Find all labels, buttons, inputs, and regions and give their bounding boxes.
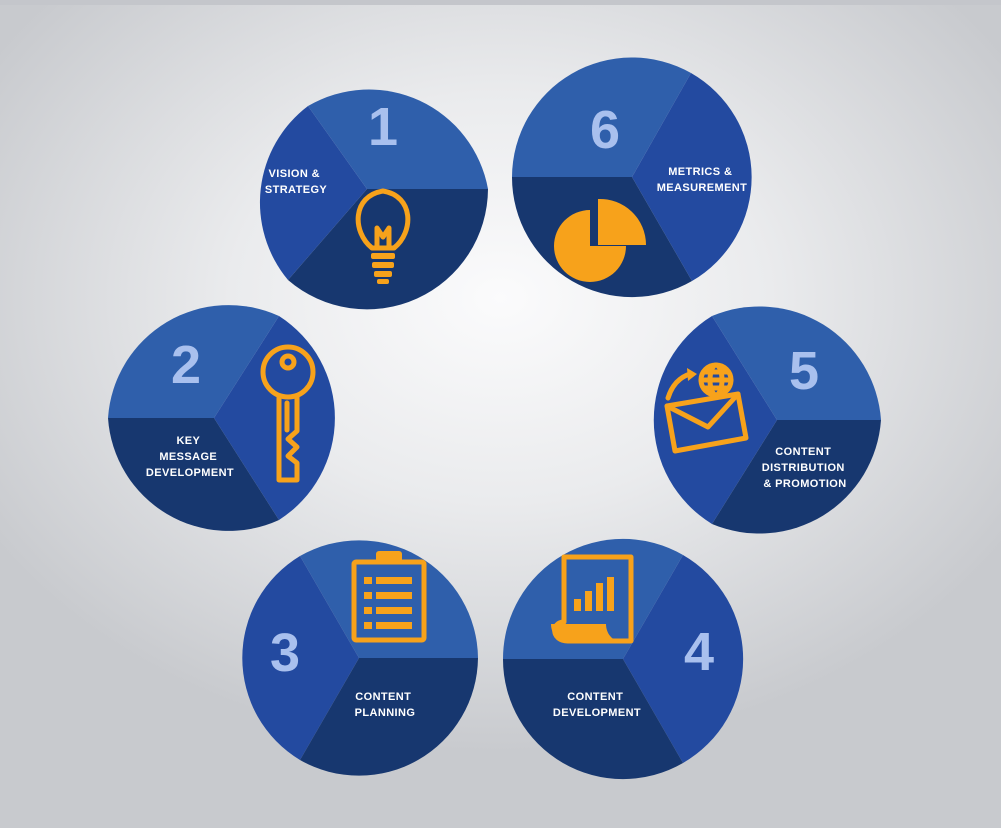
step-4-segment-top [502,538,683,659]
step-4-label: CONTENT DEVELOPMENT [553,691,641,719]
step-1-label-line-1: VISION & [269,168,321,180]
step-6-segment-right [632,73,752,281]
step-3-label-line-2: PLANNING [355,707,416,719]
clipboard-icon [351,551,427,643]
step-5-segment-bottom [712,420,881,534]
step-2-label-line-1: KEY [176,435,200,447]
step-1-number: 1 [368,97,398,157]
step-3-number: 3 [270,623,300,683]
step-2-segment-bottom [108,418,279,531]
step-3-circle: 3 CONTENT PLANNING [242,540,478,776]
report-icon [551,554,634,644]
step-4-circle: 4 CONTENT DEVELOPMENT [502,538,744,780]
step-4-segment-right [623,555,744,763]
step-5-number: 5 [789,341,819,401]
step-2-label-line-2: MESSAGE [159,451,217,463]
step-5-label-line-3: & PROMOTION [763,478,846,490]
step-4-label-line-1: CONTENT [567,691,623,703]
step-3-label-line-1: CONTENT [355,691,411,703]
step-1-label-line-2: STRATEGY [265,184,328,196]
step-2-circle: 2 KEY MESSAGE DEVELOPMENT [108,305,335,531]
step-5-segment-top [712,306,881,420]
step-2-number: 2 [171,335,201,395]
step-5-circle: 5 CONTENT DISTRIBUTION & PROMOTION [653,306,881,534]
step-2-label: KEY MESSAGE DEVELOPMENT [146,435,234,479]
step-2-label-line-3: DEVELOPMENT [146,467,234,479]
step-6-segment-top [512,57,691,177]
step-1-circle: 1 VISION & STRATEGY [259,89,488,310]
step-1-segment-left [259,106,367,280]
step-5-label: CONTENT DISTRIBUTION & PROMOTION [762,446,849,490]
step-5-label-line-2: DISTRIBUTION [762,462,845,474]
key-icon [260,344,316,483]
step-4-segment-bottom [502,659,683,780]
step-4-label-line-2: DEVELOPMENT [553,707,641,719]
step-5-label-line-1: CONTENT [775,446,831,458]
step-6-label-line-1: METRICS & [668,166,732,178]
step-1-label: VISION & STRATEGY [265,168,328,196]
step-6-circle: 6 METRICS & MEASUREMENT [511,57,752,298]
step-6-label: METRICS & MEASUREMENT [657,166,748,194]
step-6-label-line-2: MEASUREMENT [657,182,748,194]
step-3-segment-bottom [300,658,478,776]
step-1-segment-top [308,89,488,189]
lightbulb-icon [355,188,411,284]
step-3-segment-top [300,540,478,658]
step-3-label: CONTENT PLANNING [355,691,416,719]
pie-chart-icon [554,198,647,282]
step-6-number: 6 [590,100,620,160]
step-4-number: 4 [684,622,714,682]
envelope-globe-icon [664,362,749,454]
step-3-segment-left [242,556,359,760]
top-border [0,0,1001,5]
step-2-segment-right [214,316,335,520]
step-2-segment-top [108,305,279,418]
